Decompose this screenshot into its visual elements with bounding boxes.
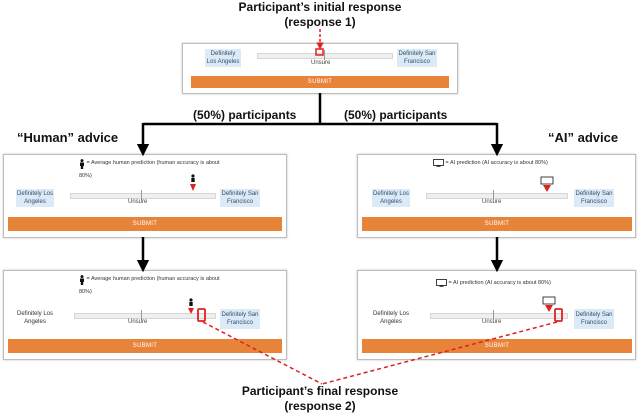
ai-legend-text: = AI prediction (AI accuracy is about 80…: [448, 280, 551, 286]
slider-center-label: Unsure: [311, 60, 331, 66]
right-option-button[interactable]: Definitely San Francisco: [397, 49, 437, 67]
ai-legend: = AI prediction (AI accuracy is about 80…: [436, 279, 606, 290]
human-legend: = Average human prediction (human accura…: [79, 159, 229, 180]
slider-center-label: Unsure: [482, 319, 502, 325]
slider-center-label: Unsure: [482, 199, 502, 205]
submit-button[interactable]: SUBMIT: [362, 217, 632, 231]
left-option-button[interactable]: Definitely Los Angeles: [16, 189, 54, 207]
human-advice-marker: [190, 174, 196, 191]
computer-icon: [433, 159, 444, 170]
ai-final-handle: [554, 308, 563, 322]
human-advice-panel: = Average human prediction (human accura…: [3, 154, 287, 238]
slider-track[interactable]: [430, 313, 568, 319]
ai-legend: = AI prediction (AI accuracy is about 80…: [433, 159, 603, 170]
slider-track[interactable]: [426, 193, 568, 199]
connector-ai-final: [321, 321, 558, 385]
right-option-button[interactable]: Definitely San Francisco: [574, 189, 614, 207]
slider-center-label: Unsure: [128, 199, 148, 205]
human-legend-text: = Average human prediction (human accura…: [79, 160, 220, 179]
human-advice-title: “Human” advice: [17, 130, 119, 145]
slider-center-tick: [493, 310, 494, 320]
right-option-button[interactable]: Definitely San Francisco: [574, 309, 614, 329]
human-final-panel: = Average human prediction (human accura…: [3, 270, 287, 360]
human-legend-text: = Average human prediction (human accura…: [79, 276, 220, 295]
split-left-label: (50%) participants: [193, 108, 297, 122]
ai-final-panel: = AI prediction (AI accuracy is about 80…: [357, 270, 636, 360]
human-final-handle: [197, 308, 206, 322]
flow-arrows: [136, 93, 504, 273]
computer-icon: [436, 279, 447, 290]
slider-track[interactable]: [257, 53, 393, 59]
ai-legend-text: = AI prediction (AI accuracy is about 80…: [445, 160, 548, 166]
slider-center-label: Unsure: [128, 319, 148, 325]
initial-response-line1: Participant’s initial response: [238, 0, 402, 14]
left-option-button[interactable]: Definitely Los Angeles: [372, 189, 410, 207]
slider-center-tick: [141, 190, 142, 200]
ai-final-marker: [542, 296, 556, 312]
left-option-button[interactable]: Definitely Los Angeles: [372, 311, 410, 325]
ai-advice-panel: = AI prediction (AI accuracy is about 80…: [357, 154, 636, 238]
initial-response-heading: Participant’s initial response (response…: [220, 0, 420, 30]
submit-button[interactable]: SUBMIT: [362, 339, 632, 353]
slider-center-tick: [493, 190, 494, 200]
person-icon: [79, 275, 85, 288]
ai-advice-title: “AI” advice: [548, 130, 619, 145]
connector-human-final: [202, 321, 323, 385]
final-response-heading: Participant’s final response (response 2…: [220, 384, 420, 414]
submit-button[interactable]: SUBMIT: [8, 217, 282, 231]
left-option-button[interactable]: Definitely Los Angeles: [205, 49, 241, 67]
right-option-button[interactable]: Definitely San Francisco: [220, 309, 260, 329]
final-response-line1: Participant’s final response: [241, 384, 399, 398]
slider-track[interactable]: [74, 313, 216, 319]
slider-center-tick: [324, 50, 325, 60]
left-option-button[interactable]: Definitely Los Angeles: [16, 311, 54, 325]
initial-panel: Definitely Los Angeles Unsure Definitely…: [182, 43, 458, 94]
submit-button[interactable]: SUBMIT: [8, 339, 282, 353]
person-icon: [79, 159, 85, 172]
slider-center-tick: [141, 310, 142, 320]
right-option-button[interactable]: Definitely San Francisco: [220, 189, 260, 207]
slider-track[interactable]: [70, 193, 216, 199]
initial-slider-handle: [315, 48, 324, 56]
submit-button[interactable]: SUBMIT: [191, 76, 449, 88]
initial-response-line2: (response 1): [284, 15, 356, 29]
human-legend: = Average human prediction (human accura…: [79, 275, 229, 296]
split-right-label: (50%) participants: [344, 108, 448, 122]
ai-advice-marker: [540, 176, 554, 192]
human-final-marker: [188, 298, 194, 314]
final-response-line2: (response 2): [284, 399, 356, 413]
